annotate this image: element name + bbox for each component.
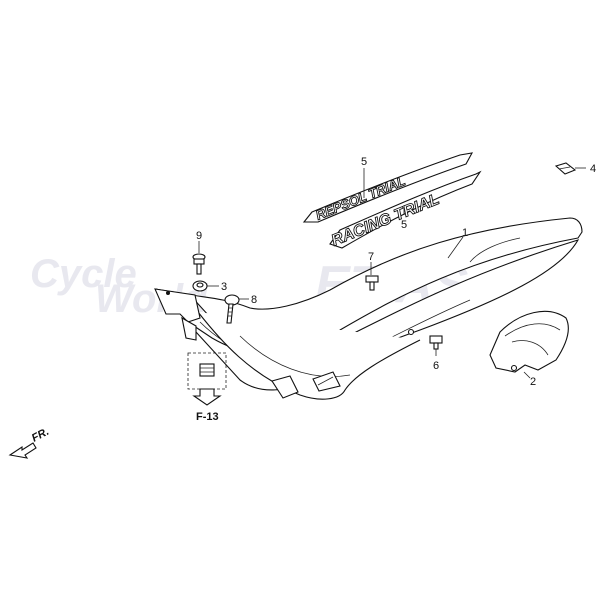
callout-7: 7 [368,251,374,263]
callout-1: 1 [462,227,468,239]
nut-part-3 [192,280,208,292]
callout-4: 4 [590,163,596,175]
callout-2: 2 [530,376,536,388]
bolt-part-9 [192,253,206,275]
bolt-part-6 [429,335,443,350]
callout-5-upper: 5 [361,156,367,168]
clip-part-4 [554,162,577,175]
callout-labels: 1 2 3 4 5 5 6 7 8 9 [196,156,596,388]
callout-5-lower: 5 [401,219,407,231]
front-indicator: FR. [8,426,51,459]
bolt-part-8 [224,294,240,324]
arrow-down-left-icon [8,442,37,459]
side-cover-part-1 [154,217,583,400]
callout-6: 6 [433,360,439,372]
callout-8: 8 [251,294,257,306]
reference-label: F-13 [196,411,219,423]
rear-cover-part-2 [489,310,569,373]
callout-3: 3 [221,281,227,293]
bolt-part-7 [365,275,379,291]
callout-9: 9 [196,230,202,242]
watermark-text-left-top: Cycle [30,252,137,296]
front-label: FR. [30,426,51,445]
reference-box: F-13 [187,352,227,423]
leader-lines [198,167,586,379]
arrow-down-icon [192,388,222,406]
